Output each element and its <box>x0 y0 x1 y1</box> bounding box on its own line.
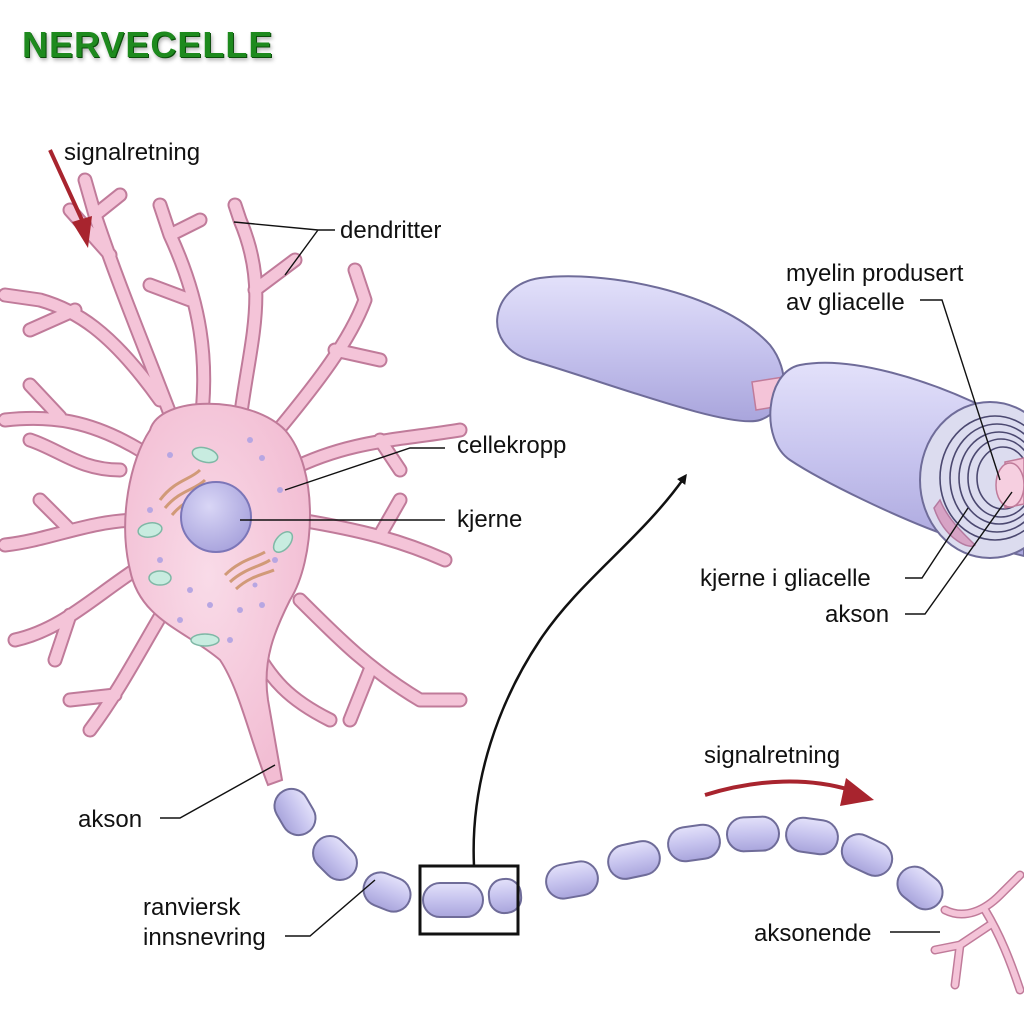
page-title: NERVECELLE <box>22 24 274 65</box>
label-signal-direction-out: signalretning <box>704 742 840 769</box>
label-nucleus: kjerne <box>457 506 522 533</box>
myelin-detail <box>496 275 1024 559</box>
cytoplasm-granules <box>147 437 283 643</box>
label-glia-nucleus: kjerne i gliacelle <box>700 565 871 592</box>
label-myelin-2: av gliacelle <box>786 289 905 316</box>
zoom-box <box>418 864 520 936</box>
nucleus <box>180 481 252 553</box>
label-axon-detail: akson <box>825 601 889 628</box>
label-myelin-1: myelin produsert <box>786 260 964 287</box>
axon-terminal <box>930 870 1024 995</box>
label-dendrites: dendritter <box>340 217 441 244</box>
label-cell-body: cellekropp <box>457 432 566 459</box>
zoom-arrow <box>472 473 687 867</box>
mitochondria <box>137 446 294 647</box>
label-signal-direction-in: signalretning <box>64 139 200 166</box>
cell-body <box>124 402 311 787</box>
dendrites <box>0 172 468 738</box>
signal-arrow-in <box>48 149 92 248</box>
signal-arrow-out <box>704 778 874 806</box>
label-axon-terminal: aksonende <box>754 920 871 947</box>
label-axon: akson <box>78 806 142 833</box>
myelin-segments <box>273 787 944 918</box>
myelin-layers <box>939 415 1024 541</box>
leader-lines <box>160 221 1013 937</box>
label-node-of-ranvier-1: ranviersk <box>143 894 241 921</box>
label-node-of-ranvier-2: innsnevring <box>143 924 266 951</box>
